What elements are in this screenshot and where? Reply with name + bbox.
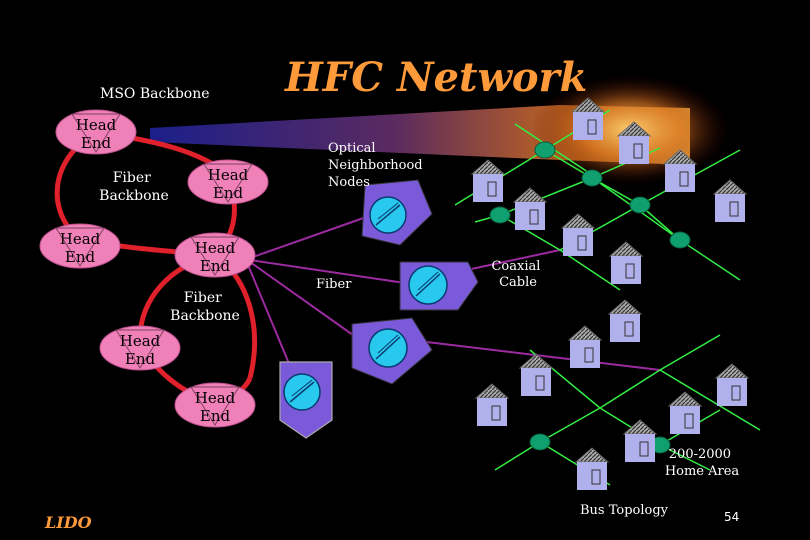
slide-title: HFC Network xyxy=(284,54,587,101)
head-end-triangle xyxy=(203,163,253,203)
head-end-line: Head xyxy=(60,230,101,248)
home-area-label: 200-2000 Home Area xyxy=(665,447,740,479)
optical-nodes-line: Nodes xyxy=(328,175,370,190)
head-end-line: End xyxy=(81,134,112,152)
house-icon xyxy=(575,447,609,491)
coax-junctions xyxy=(489,141,691,454)
optical-node xyxy=(351,317,433,385)
head-end-line: Head xyxy=(195,239,236,257)
optical-nodes-line: Optical xyxy=(328,141,376,156)
coax-junction xyxy=(534,141,556,159)
optical-node xyxy=(361,179,433,246)
coax-junction xyxy=(489,206,511,224)
house-icon xyxy=(713,179,747,223)
house-icon xyxy=(471,159,505,203)
house-icon xyxy=(561,213,595,257)
house-icon xyxy=(513,187,547,231)
coax-cable-label: Coaxial Cable xyxy=(491,259,544,290)
fiber-backbone-label-2: Fiber Backbone xyxy=(170,290,240,324)
head-end-line: Head xyxy=(120,332,161,350)
house-icon xyxy=(568,325,602,369)
head-end-line: Head xyxy=(208,166,249,184)
bus-topology-label: Bus Topology xyxy=(580,503,669,518)
coax-junction xyxy=(581,169,603,187)
head-end-line: Head xyxy=(195,389,236,407)
fiber-backbone-line: Backbone xyxy=(99,188,169,204)
head-end-triangle xyxy=(190,236,240,276)
fiber-link xyxy=(249,214,373,259)
home-area-line: Home Area xyxy=(665,464,740,479)
head-end-line: End xyxy=(200,257,231,275)
page-number: 54 xyxy=(724,510,739,524)
head-end-triangle xyxy=(55,227,105,267)
head-end-line: End xyxy=(65,248,96,266)
optical-node xyxy=(279,361,333,439)
house-icon xyxy=(608,299,642,343)
fiber-backbone-line: Backbone xyxy=(170,308,240,324)
head-end-line: End xyxy=(200,407,231,425)
fiber-backbone-line: Fiber xyxy=(113,170,151,186)
coax-cable-line: Cable xyxy=(499,275,537,290)
coax-junction xyxy=(669,231,691,249)
lido-logo: LIDO xyxy=(44,513,92,532)
house-icon xyxy=(519,353,553,397)
coax-junction xyxy=(629,196,651,214)
optical-node xyxy=(399,261,479,311)
optical-nodes-label: Optical Neighborhood Nodes xyxy=(328,141,427,190)
optical-nodes-line: Neighborhood xyxy=(328,158,423,173)
head-end-line: End xyxy=(213,184,244,202)
head-end-triangle xyxy=(115,329,165,369)
house-icon xyxy=(475,383,509,427)
house-icon xyxy=(715,363,749,407)
head-end-triangle xyxy=(190,386,240,426)
head-end-line: Head xyxy=(76,116,117,134)
coax-cable-line: Coaxial xyxy=(491,259,540,274)
fiber-link xyxy=(249,259,406,284)
house-icon xyxy=(609,241,643,285)
fiber-backbone-label-1: Fiber Backbone xyxy=(99,170,169,204)
optical-nodes xyxy=(279,179,479,439)
fiber-backbone-line: Fiber xyxy=(184,290,222,306)
house-icon xyxy=(668,391,702,435)
coax-junction xyxy=(529,433,551,451)
head-end-line: End xyxy=(125,350,156,368)
mso-backbone-label: MSO Backbone xyxy=(100,86,210,102)
fiber-label: Fiber xyxy=(316,277,352,292)
fiber-link xyxy=(249,261,361,341)
home-area-line: 200-2000 xyxy=(669,447,731,462)
head-end-triangle xyxy=(71,113,121,153)
